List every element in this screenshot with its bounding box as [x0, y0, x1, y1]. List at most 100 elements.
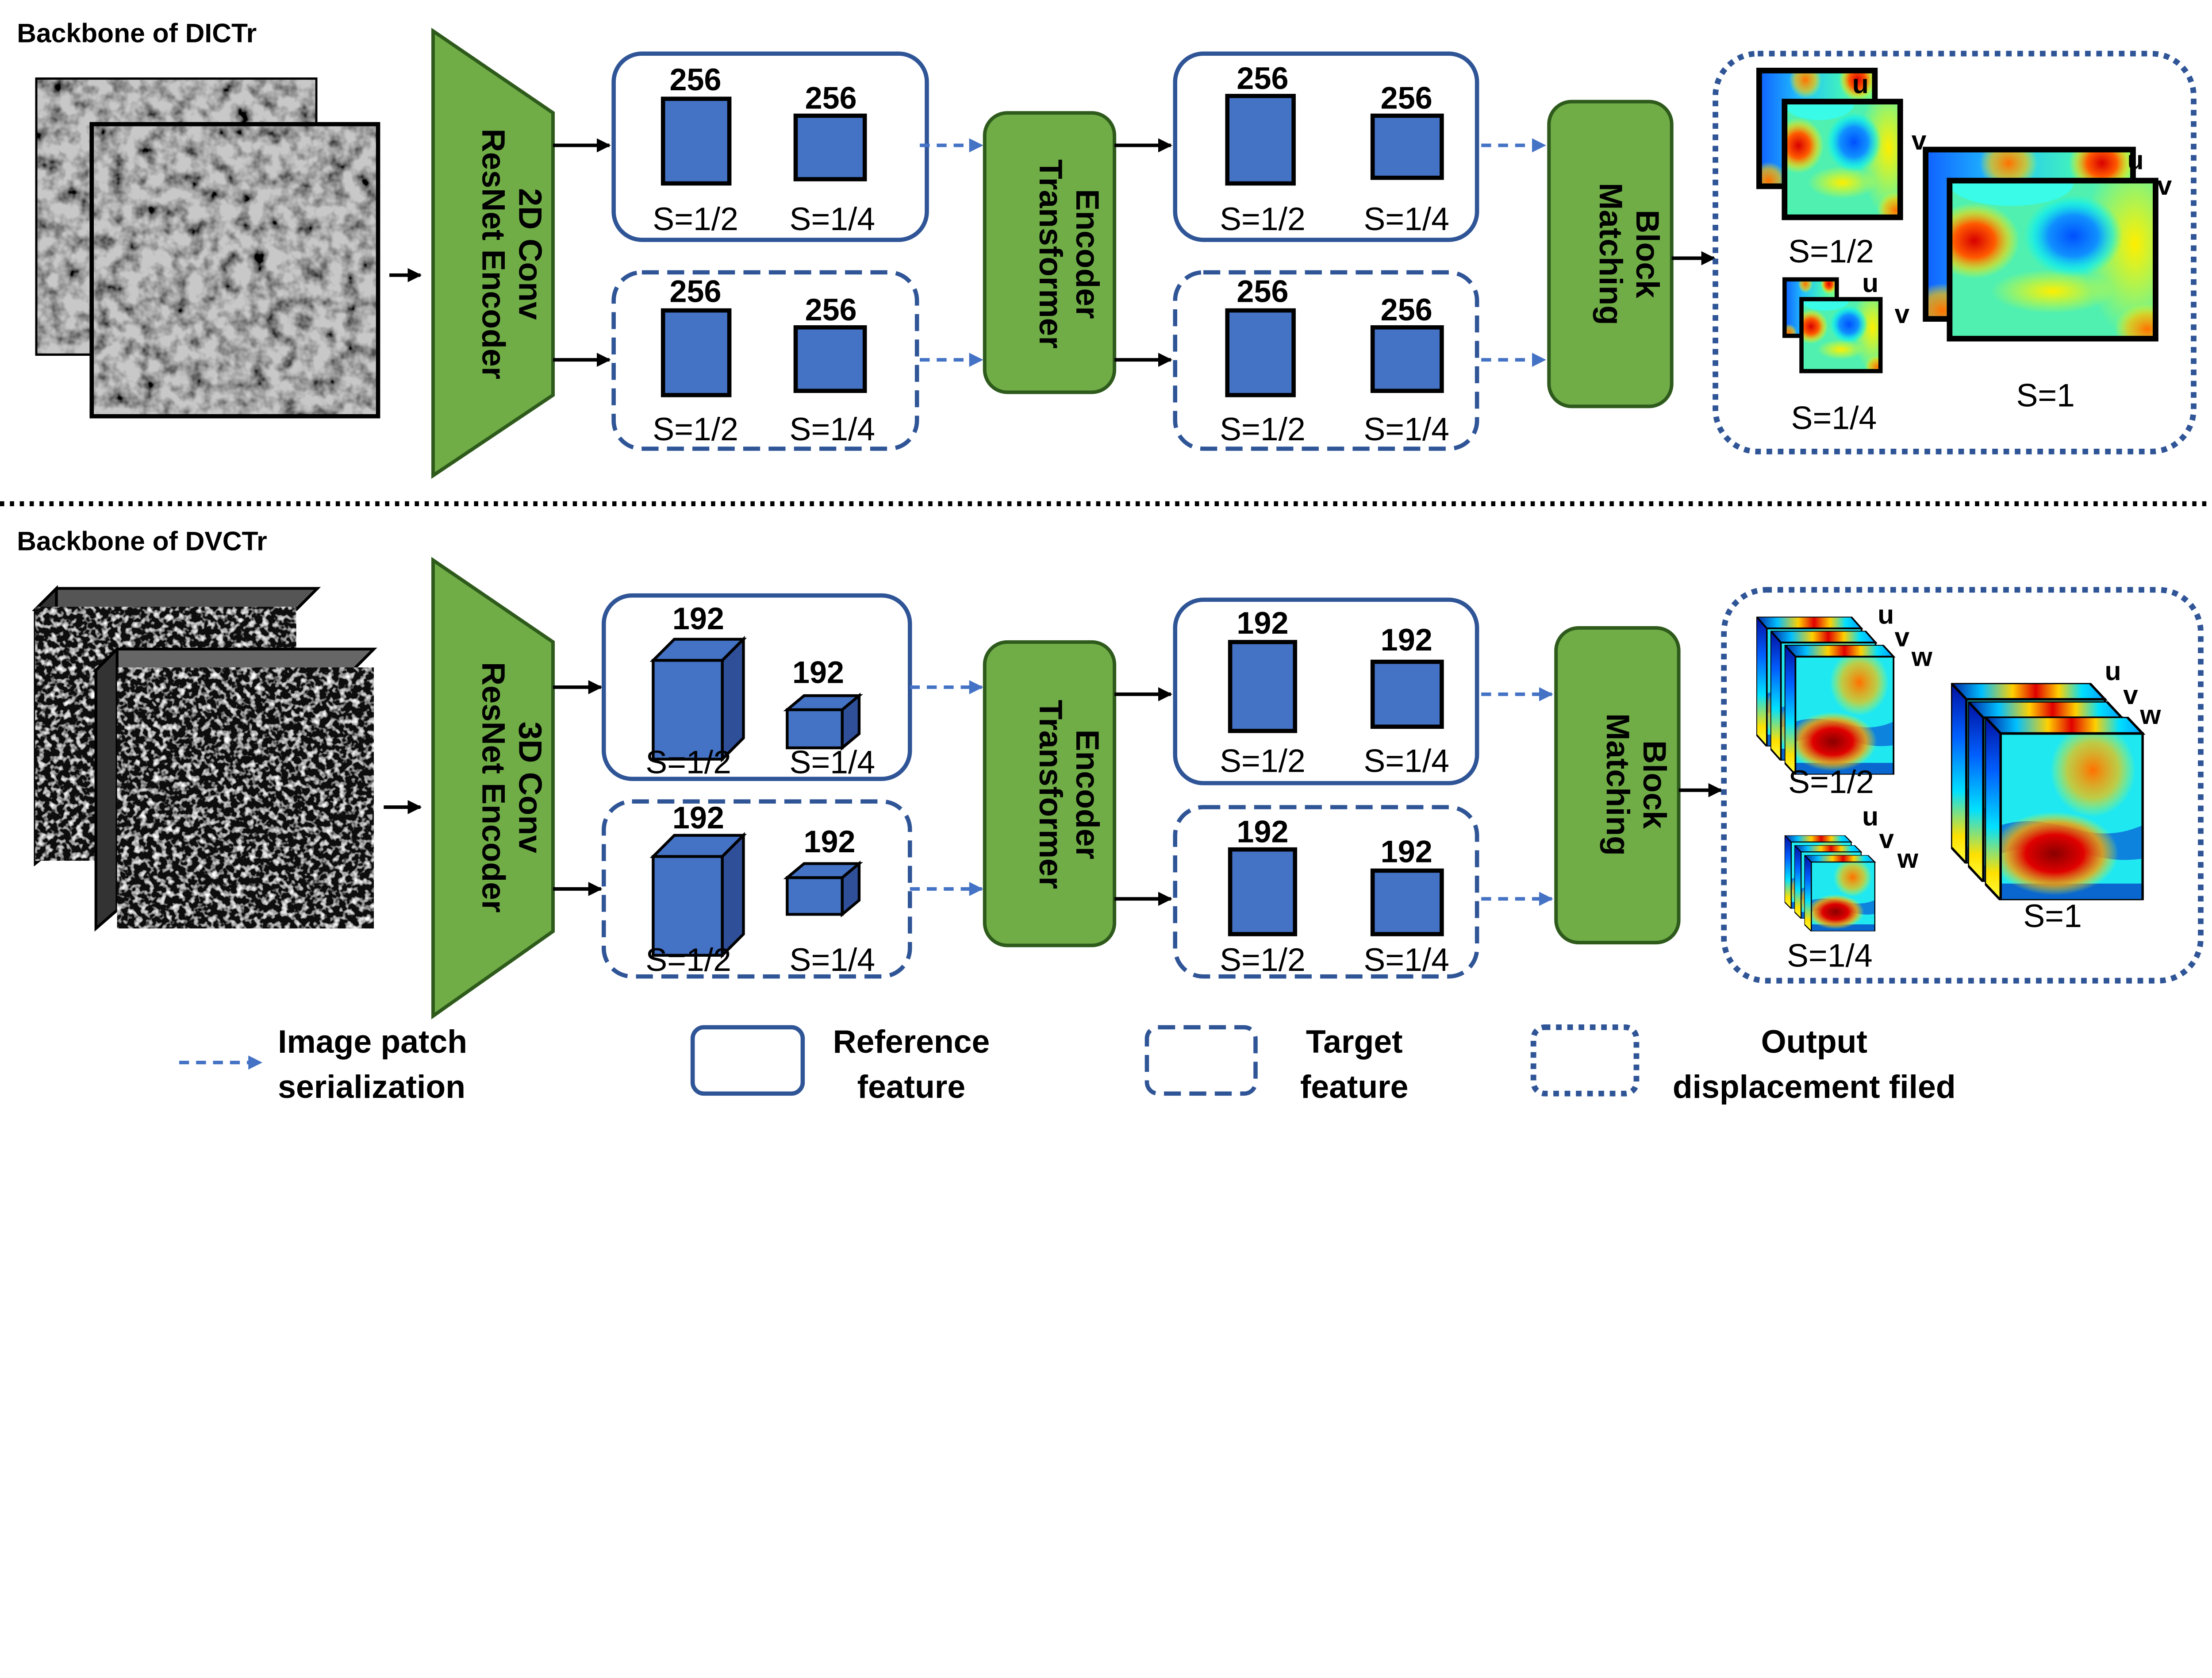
feature-map: [1370, 325, 1444, 393]
section-title: Backbone of DVCTr: [17, 526, 267, 556]
scale-label: S=1: [2016, 377, 2075, 413]
scale-label: S=1/2: [1788, 233, 1874, 269]
channel-label: 256: [1237, 61, 1288, 96]
channel-label: 192: [1381, 834, 1432, 869]
dictr-section: Backbone of DICTr ResNet Encoder 2D Conv…: [17, 18, 2197, 479]
scale-label: S=1/4: [1787, 937, 1873, 974]
scale-label: S=1/4: [1791, 400, 1877, 436]
scale-label: S=1/2: [1220, 411, 1306, 447]
component-label: u: [2105, 656, 2121, 686]
transformer-label: Transformer: [1033, 159, 1069, 349]
target-feature-box: 192 192 S=1/2 S=1/4: [1173, 805, 1479, 979]
feature-map: [1370, 868, 1444, 936]
encoder-conv-label: 2D Conv: [512, 188, 548, 320]
component-label: w: [2139, 700, 2161, 730]
svg-text:feature: feature: [857, 1069, 966, 1105]
heatmap-slab: [1804, 855, 1874, 931]
scale-label: S=1/4: [790, 942, 876, 978]
heatmap-slab: [1785, 645, 1893, 774]
component-label: v: [1895, 299, 1910, 329]
channel-label: 256: [1381, 292, 1432, 327]
channel-label: 256: [670, 62, 722, 97]
scale-label: S=1/2: [653, 201, 738, 237]
channel-label: 192: [1381, 622, 1432, 657]
channel-label: 192: [672, 601, 724, 636]
scale-label: S=1/4: [790, 744, 876, 780]
scale-label: S=1/4: [1363, 201, 1449, 237]
svg-text:Output: Output: [1761, 1024, 1867, 1060]
scale-label: S=1/4: [790, 411, 876, 447]
svg-text:Reference: Reference: [833, 1024, 990, 1060]
reference-feature-box: 192 192 S=1/2 S=1/4: [602, 593, 912, 781]
scale-label: S=1/4: [1363, 411, 1449, 447]
channel-label: 256: [1381, 81, 1432, 115]
legend-reference-feature: Reference feature: [690, 1024, 990, 1105]
feature-map: [793, 325, 867, 393]
transformer-encoder-block: Transformer Encoder: [983, 640, 1117, 947]
feature-map: [661, 96, 732, 186]
input-image-pair: [33, 75, 380, 419]
component-label: v: [1895, 622, 1910, 652]
matching-block: Matching Block: [1547, 100, 1674, 408]
transformer-label: Transformer: [1033, 700, 1069, 889]
svg-text:Image patch: Image patch: [278, 1024, 467, 1060]
matching-label: Matching: [1600, 713, 1636, 856]
target-feature-box: 256 256 S=1/2 S=1/4: [611, 270, 919, 451]
legend-serialization: Image patch serialization: [179, 1024, 467, 1105]
scale-label: S=1/2: [645, 942, 731, 978]
feature-map: [1228, 640, 1298, 733]
feature-map: [1225, 308, 1296, 397]
channel-label: 256: [1237, 273, 1288, 308]
heatmap-slab: [1985, 717, 2143, 901]
scale-label: S=1/2: [645, 744, 731, 780]
block-label: Block: [1636, 740, 1673, 829]
scale-label: S=1/4: [790, 201, 876, 237]
target-feature-box: 256 256 S=1/2 S=1/4: [1173, 270, 1479, 451]
svg-text:serialization: serialization: [278, 1069, 465, 1105]
reference-feature-box: 256 256 S=1/2 S=1/4: [611, 51, 929, 242]
feature-map: [1228, 847, 1298, 936]
feature-cube: [649, 635, 747, 763]
input-volume-pair: [32, 585, 377, 932]
matching-label: Matching: [1593, 183, 1629, 325]
target-feature-box: 192 192 S=1/2 S=1/4: [602, 799, 912, 979]
dvctr-section: Backbone of DVCTr ResNet Encoder 3D Conv: [17, 526, 2204, 1020]
feature-map: [661, 308, 732, 397]
svg-text:displacement filed: displacement filed: [1673, 1069, 1956, 1105]
scale-label: S=1/2: [1220, 201, 1306, 237]
transformer-label: Encoder: [1069, 189, 1106, 319]
channel-label: 256: [670, 273, 722, 308]
scale-label: S=1: [2023, 898, 2082, 934]
scale-label: S=1/4: [1363, 743, 1449, 779]
channel-label: 192: [792, 654, 844, 689]
output-displacement-field: u v w S=1/2 u v w S=1/4 u v w S=1: [1721, 587, 2204, 984]
encoder-label: ResNet Encoder: [476, 129, 512, 379]
transformer-label: Encoder: [1069, 730, 1106, 859]
scale-label: S=1/2: [1220, 942, 1306, 978]
matching-block: Matching Block: [1554, 626, 1681, 945]
transformer-encoder-block: Transformer Encoder: [983, 111, 1117, 394]
legend-output-displacement: Output displacement filed: [1530, 1024, 1956, 1105]
feature-cube: [649, 832, 747, 959]
legend-target-feature: Target feature: [1144, 1024, 1409, 1105]
reference-feature-box: 256 256 S=1/2 S=1/4: [1173, 51, 1479, 242]
diagram: Backbone of DICTr ResNet Encoder 2D Conv…: [0, 18, 2212, 1105]
feature-map: [793, 113, 867, 181]
component-label: u: [1862, 268, 1878, 298]
component-label: v: [2157, 170, 2172, 200]
component-label: u: [1852, 69, 1869, 99]
output-displacement-field: u v S=1/2 u v S=1/4 u v S=1: [1713, 50, 2197, 454]
scale-label: S=1/2: [653, 411, 738, 447]
channel-label: 192: [803, 824, 855, 859]
svg-text:feature: feature: [1300, 1069, 1409, 1105]
component-label: v: [2123, 680, 2138, 710]
channel-label: 256: [805, 81, 857, 115]
encoder-label: ResNet Encoder: [476, 662, 512, 912]
channel-label: 192: [1237, 605, 1288, 640]
component-label: w: [1911, 642, 1933, 672]
resnet-encoder-block: ResNet Encoder 2D Conv: [431, 27, 555, 479]
feature-cube: [783, 860, 863, 918]
reference-feature-box: 192 192 S=1/2 S=1/4: [1173, 597, 1479, 785]
component-label: u: [1862, 801, 1878, 831]
feature-cube: [783, 693, 863, 751]
